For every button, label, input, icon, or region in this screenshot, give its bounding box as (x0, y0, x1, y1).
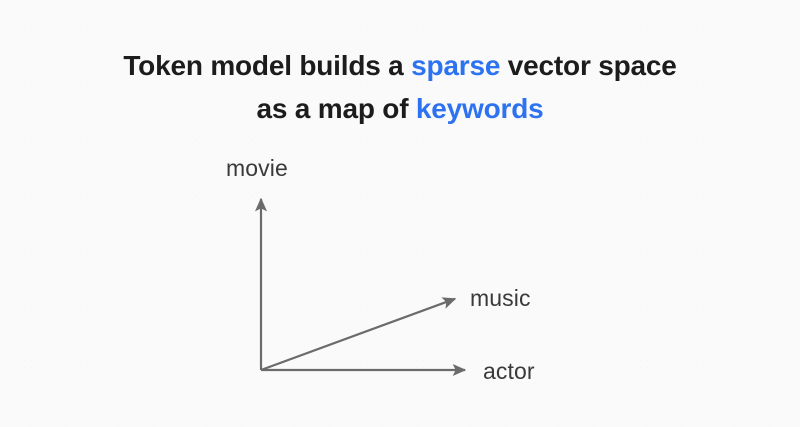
axis-label-movie: movie (226, 155, 288, 181)
slide-title: Token model builds a sparse vector space… (0, 44, 800, 130)
title-line-2-before: as a map of (256, 92, 416, 124)
title-line-1-before: Token model builds a (123, 49, 412, 81)
title-highlight-sparse: sparse (411, 49, 501, 81)
diagonal-axis-line (260, 297, 457, 372)
title-line-1: Token model builds a sparse vector space (0, 44, 800, 87)
title-line-1-after: vector space (500, 49, 677, 81)
axis-label-music: music (470, 285, 531, 311)
title-highlight-keywords: keywords (415, 92, 544, 124)
title-line-2: as a map of keywords (0, 87, 800, 130)
axis-label-actor: actor (483, 358, 535, 384)
